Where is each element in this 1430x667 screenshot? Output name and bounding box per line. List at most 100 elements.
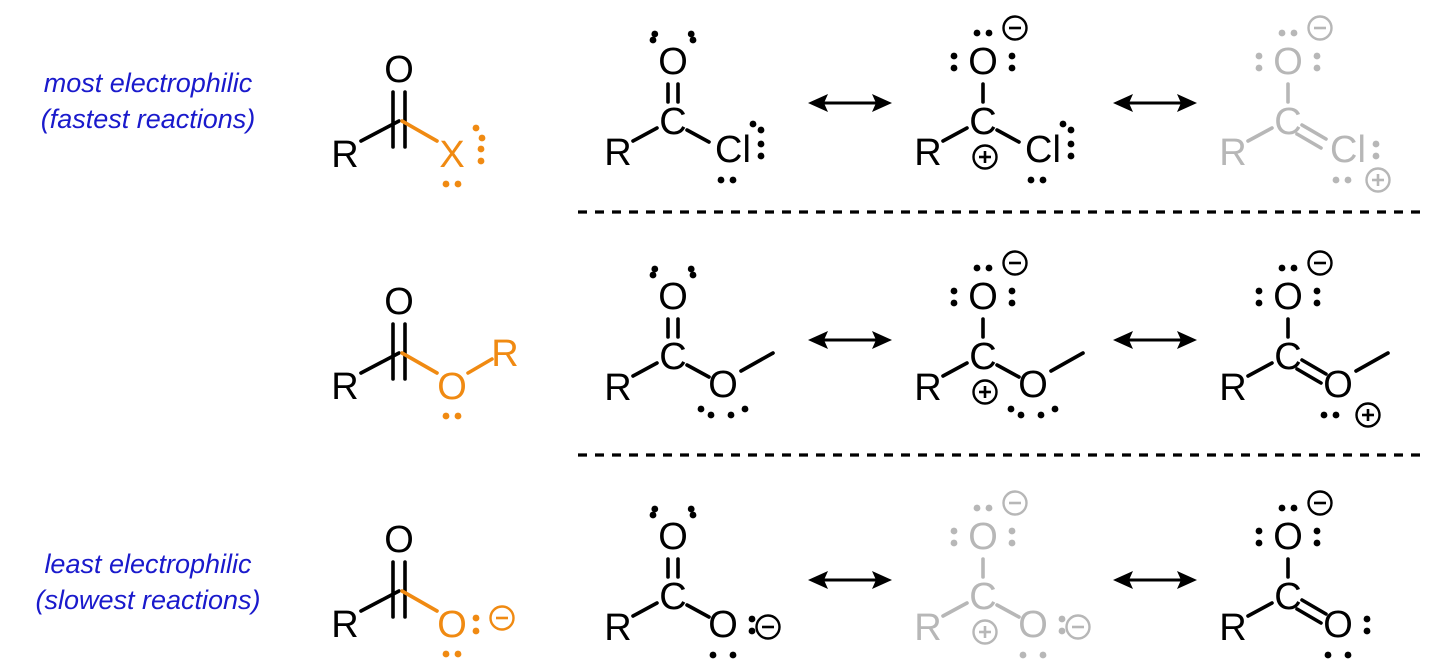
lone-pair-dot (649, 271, 657, 279)
lone-pair-dot (1067, 140, 1075, 148)
c-r-bond (631, 601, 659, 618)
lone-pair-dot (1332, 411, 1340, 419)
lone-pair-dot (478, 134, 486, 142)
lone-pair-dot (1027, 176, 1035, 184)
negative-charge-icon (1002, 250, 1028, 276)
positive-charge-icon (972, 619, 998, 645)
lone-pair-dot (689, 36, 697, 44)
lone-pair-dot (950, 52, 958, 60)
lone-pair-dot (1363, 627, 1371, 635)
c-r-bond (359, 351, 401, 375)
lone-pair-dot (689, 511, 697, 519)
c-r-bond (1246, 361, 1274, 378)
r-group: R (914, 367, 941, 409)
r-group: R (604, 367, 631, 409)
resonance-arrow-3a (808, 571, 892, 589)
lone-pair-dot (1278, 264, 1286, 272)
lone-pair-dot (973, 264, 981, 272)
oxygen-atom: O (968, 41, 998, 83)
lone-pair-dot (1008, 287, 1016, 295)
lone-pair-dot (729, 176, 737, 184)
o-r-bond (466, 357, 494, 375)
c-r-bond (631, 126, 659, 143)
carbon-atom: C (659, 101, 686, 143)
ester-r-group: R (491, 333, 518, 375)
lone-pair-dot (1019, 651, 1027, 659)
ester-oxygen: O (1018, 364, 1048, 406)
lone-pair-dot (454, 180, 462, 188)
positive-charge-icon (972, 379, 998, 405)
c-lg-bond (400, 589, 439, 613)
lone-pair-dot (687, 30, 695, 38)
carbonyl-oxygen: O (384, 519, 414, 561)
carbon-atom: C (659, 576, 686, 618)
c-r-bond (359, 589, 401, 613)
lone-pair-dot (1313, 539, 1321, 547)
lone-pair-dot (757, 152, 765, 160)
lone-pair-dot (1324, 651, 1332, 659)
x-atom: X (439, 134, 464, 176)
lone-pair-dot (1067, 152, 1075, 160)
lone-pair-dot (1008, 527, 1016, 535)
lone-pair-dot (985, 29, 993, 37)
lone-pair-dot (1008, 299, 1016, 307)
lone-pair-dot (1255, 287, 1263, 295)
r-group: R (331, 366, 358, 408)
lone-pair-dot (697, 405, 705, 413)
lone-pair-dot (454, 412, 462, 420)
r-group: R (331, 134, 358, 176)
lone-pair-dot (1008, 52, 1016, 60)
lone-pair-dot (1344, 651, 1352, 659)
lone-pair-dot (950, 287, 958, 295)
negative-charge-icon (489, 605, 515, 631)
lone-pair-dot (950, 299, 958, 307)
o-methyl-bond (1354, 351, 1390, 373)
positive-charge-icon (972, 144, 998, 170)
carboxylate-oxygen: O (1323, 604, 1353, 646)
lone-pair-dot (1059, 120, 1067, 128)
o-methyl-bond (1049, 351, 1085, 373)
bond (1300, 123, 1328, 141)
lone-pair-dot (687, 505, 695, 513)
lone-pair-dot (729, 651, 737, 659)
c-o-bond (995, 603, 1021, 619)
bond (1295, 607, 1323, 625)
lone-pair-dot (1278, 29, 1286, 37)
negative-charge-icon (1307, 250, 1333, 276)
lone-pair-dot (1017, 411, 1025, 419)
r-group: R (914, 607, 941, 649)
lone-pair-dot (748, 627, 756, 635)
resonance-arrow-2a (808, 331, 892, 349)
lone-pair-dot (950, 64, 958, 72)
lone-pair-dot (477, 145, 485, 153)
ester-oxygen: O (1323, 364, 1353, 406)
lone-pair-dot (1372, 140, 1380, 148)
r-group: R (604, 132, 631, 174)
c-o-bond (685, 603, 711, 619)
lone-pair-dot (973, 504, 981, 512)
lone-pair-dot (1058, 615, 1066, 623)
lone-pair-dot (1008, 539, 1016, 547)
negative-charge-icon (1065, 614, 1091, 640)
lone-pair-dot (1255, 539, 1263, 547)
lone-pair-dot (985, 264, 993, 272)
lone-pair-dot (749, 120, 757, 128)
r-group: R (604, 607, 631, 649)
lone-pair-dot (1278, 504, 1286, 512)
carboxylate-generic-leaving-group: O (400, 589, 515, 658)
carbonyl-oxygen: O (384, 281, 414, 323)
lone-pair-dot (717, 176, 725, 184)
lone-pair-dot (727, 411, 735, 419)
carboxylate-oxygen: O (437, 604, 467, 646)
lone-pair-dot (442, 180, 450, 188)
r-group: R (1219, 607, 1246, 649)
slowest-reactions-label: (slowest reactions) (35, 585, 260, 615)
carbon-atom: C (659, 336, 686, 378)
oxygen-atom: O (658, 276, 688, 318)
c-o-bond (685, 363, 711, 379)
lone-pair-dot (1255, 527, 1263, 535)
resonance-arrow-1b (1113, 94, 1197, 112)
